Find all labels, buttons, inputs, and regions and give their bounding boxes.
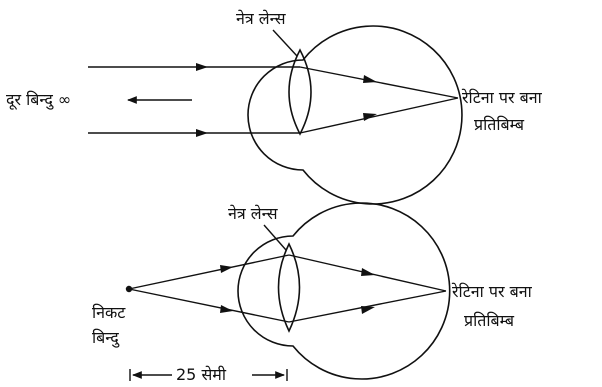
refracted-arrow-upper: [361, 268, 375, 276]
diverging-ray-lower: [128, 288, 290, 323]
refracted-ray-lower: [299, 97, 459, 134]
diverging-arrow-upper: [220, 265, 233, 273]
ray-arrow-upper: [196, 63, 208, 71]
eyeball-outline: [237, 202, 451, 380]
retina-label-bottom-line2: प्रतिबिम्ब: [464, 311, 515, 330]
near-point-label-line2: बिन्दु: [92, 328, 120, 348]
far-point-diagram: नेत्र लेन्स दूर बिन्दु ∞ रेटिना पर बना प…: [6, 9, 543, 205]
lens-label-bottom: नेत्र लेन्स: [228, 204, 279, 223]
refracted-arrow-lower: [361, 306, 375, 314]
eye-lens: [288, 48, 312, 136]
near-point-diagram: नेत्र लेन्स निकट बिन्दु रेटिना पर बना प्…: [92, 202, 533, 384]
retina-label-bottom-line1: रेटिना पर बना: [451, 282, 532, 301]
lens-label-top: नेत्र लेन्स: [236, 9, 287, 28]
ray-arrow-lower: [196, 129, 208, 137]
eyeball-outline: [247, 25, 463, 205]
diverging-ray-upper: [128, 254, 290, 290]
refracted-arrow-upper: [363, 75, 377, 83]
refracted-arrow-lower: [363, 113, 377, 121]
retina-label-top-line2: प्रतिबिम्ब: [474, 115, 525, 134]
retina-label-top-line1: रेटिना पर बना: [461, 88, 542, 107]
far-point-label: दूर बिन्दु ∞: [6, 90, 71, 110]
diverging-arrow-lower: [220, 305, 233, 313]
refracted-ray-upper: [299, 66, 459, 99]
distance-label: 25 सेमी: [176, 365, 227, 384]
lens-pointer-top: [272, 29, 298, 57]
eye-lens: [277, 242, 301, 333]
near-point-label-line1: निकट: [92, 303, 126, 322]
lens-pointer-bottom: [263, 224, 287, 251]
